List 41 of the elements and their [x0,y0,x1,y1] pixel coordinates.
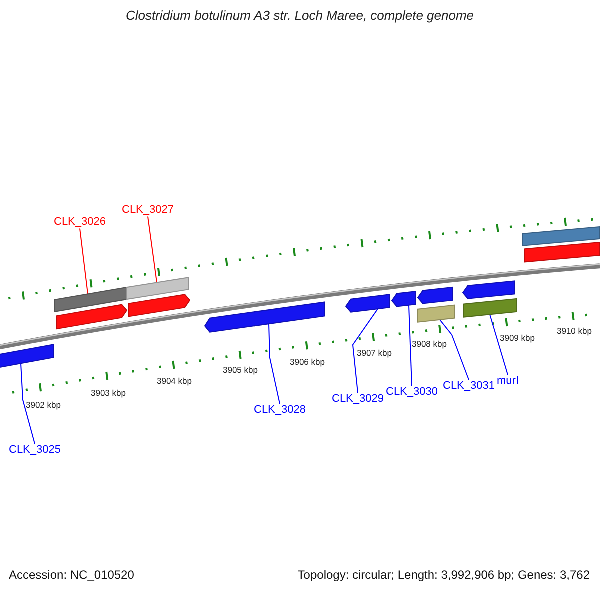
gene-label: CLK_3031 [443,380,495,393]
gene-bar [464,298,518,318]
leader-line [408,304,412,386]
gene-bar [418,304,456,323]
leader-line [352,308,378,394]
gene-label: CLK_3027 [122,204,174,217]
leader-line [80,228,88,295]
footer-text: Topology: circular; Length: 3,992,906 bp; Genes: 3,762 [298,569,590,583]
leader-line [440,319,470,380]
gene-label: CLK_3029 [332,393,384,406]
leader-line [490,314,508,376]
footer-text: Accession: NC_010520 [9,569,134,583]
gene-bar [204,302,326,333]
scale-label: 3903 kbp [91,389,126,399]
gene-label: CLK_3030 [386,386,438,399]
gene-bar [462,280,516,300]
scale-label: 3904 kbp [157,377,192,387]
gene-bar [126,277,190,300]
gene-label: CLK_3026 [54,216,106,229]
gene-label: murI [497,375,519,388]
scale-label: 3905 kbp [223,366,258,376]
gene-label: CLK_3028 [254,404,306,417]
leader-line [268,323,280,404]
gene-label: CLK_3025 [9,444,61,457]
gene-bar [56,304,128,330]
gene-bar [54,286,128,312]
gene-bar [522,226,600,246]
gene-bar [0,344,54,368]
gene-bar [524,242,600,263]
leader-line [20,363,36,444]
scale-label: 3902 kbp [26,401,61,411]
scale-label: 3909 kbp [500,334,535,344]
scale-label: 3910 kbp [557,327,592,337]
scale-label: 3907 kbp [357,349,392,359]
scale-label: 3906 kbp [290,358,325,368]
title: Clostridium botulinum A3 str. Loch Maree, complete genome [124,9,476,24]
gene-bar [128,294,191,318]
scale-label: 3908 kbp [412,340,447,350]
gene-bar [391,291,416,308]
leader-line [148,216,158,284]
gene-bar [417,286,454,304]
